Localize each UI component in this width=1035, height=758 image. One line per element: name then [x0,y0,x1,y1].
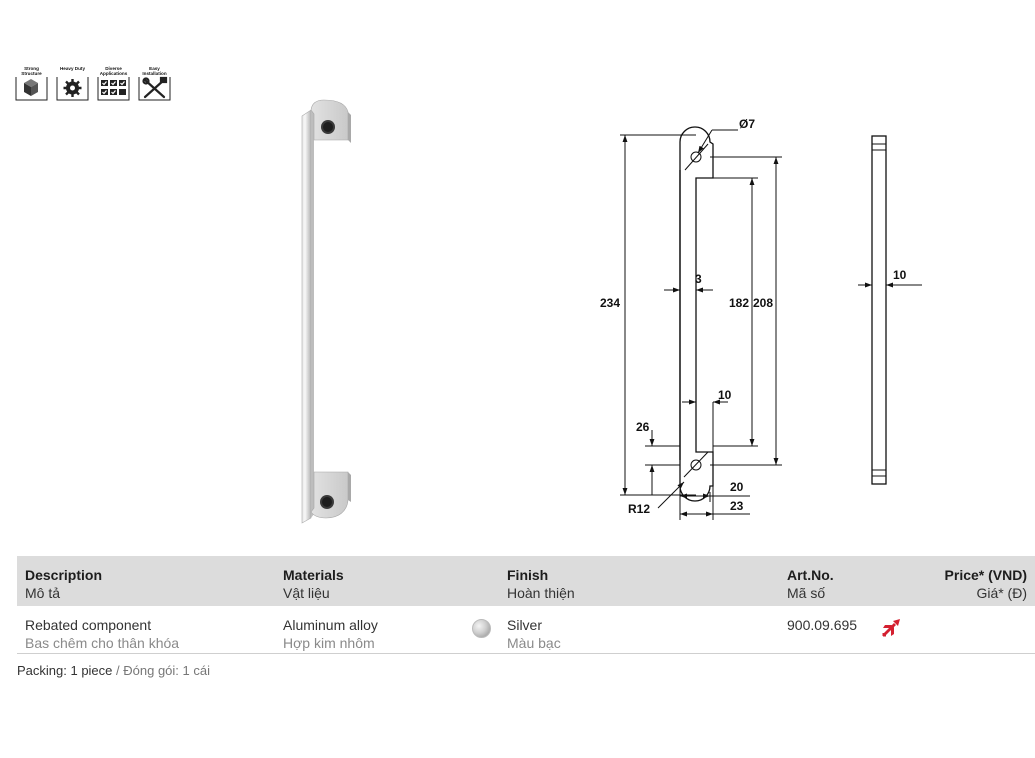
product-photo [301,99,351,524]
packing-vi: Đóng gói: 1 cái [123,663,210,678]
packing-separator: / [112,663,124,678]
dim-tab-total-width: 23 [730,499,744,513]
header-en: Finish [507,567,549,583]
dim-tab-height: 26 [636,420,650,434]
diverse-applications-badge: Diverse Applications [97,66,130,101]
easy-installation-badge: Easy Installation [138,66,171,101]
cube-icon [24,79,38,96]
dim-side-thickness: 10 [893,268,907,282]
badge-label: Strong Structure [21,66,42,76]
feature-badges: Strong Structure Heavy Duty [15,66,171,101]
dim-radius: R12 [628,502,650,516]
cell-vi: Bas chêm cho thân khóa [25,635,180,651]
header-vi: Mã số [787,585,826,601]
header-vi: Vật liệu [283,585,330,601]
finish-swatch [472,619,491,638]
row-finish: Silver Màu bạc [507,616,561,652]
row-materials: Aluminum alloy Hợp kim nhôm [283,616,378,652]
dim-inner-length: 182 [729,296,749,310]
checklist-icon [101,80,126,95]
dim-hole-spacing: 208 [753,296,773,310]
technical-drawing: Ø7 234 182 208 3 10 10 26 R12 20 23 [600,117,922,520]
header-en: Art.No. [787,567,834,583]
header-en: Price* (VND) [944,567,1027,583]
table-row: Rebated component Bas chêm cho thân khóa… [17,606,1035,654]
gear-icon [63,79,82,97]
header-description: Description Mô tả [25,566,102,602]
strong-structure-badge: Strong Structure [15,66,48,101]
article-number[interactable]: 900.09.695 [787,617,858,633]
packing-en: Packing: 1 piece [17,663,113,678]
header-artno: Art.No. Mã số [787,566,834,602]
cell-en: Rebated component [25,617,152,633]
row-artno[interactable]: 900.09.695 [787,616,857,634]
heavy-duty-badge: Heavy Duty [56,66,89,101]
header-vi: Mô tả [25,585,61,601]
dim-total-length: 234 [600,296,620,310]
packing-info: Packing: 1 piece / Đóng gói: 1 cái [17,663,210,678]
dim-tab-width: 10 [718,388,732,402]
tools-icon [142,76,168,99]
header-en: Materials [283,567,344,583]
badge-label: Heavy Duty [59,66,86,71]
cell-en: Aluminum alloy [283,617,378,633]
dim-thickness: 3 [695,272,702,286]
header-en: Description [25,567,103,583]
dim-body-width: 20 [730,480,744,494]
badge-label: Easy Installation [142,66,167,76]
row-description: Rebated component Bas chêm cho thân khóa [25,616,179,652]
header-materials: Materials Vật liệu [283,566,344,602]
cell-en: Silver [507,617,543,633]
airplane-icon [882,619,900,637]
table-header: Description Mô tả Materials Vật liệu Fin… [17,556,1035,606]
header-finish: Finish Hoàn thiện [507,566,575,602]
badge-label: Diverse Applications [99,66,128,76]
header-vi: Hoàn thiện [507,585,575,601]
cell-vi: Màu bạc [507,635,561,651]
cell-vi: Hợp kim nhôm [283,635,375,651]
product-table: Description Mô tả Materials Vật liệu Fin… [17,556,1035,654]
dim-hole: Ø7 [739,117,755,131]
header-vi: Giá* (Đ) [976,585,1027,601]
header-price: Price* (VND) Giá* (Đ) [945,566,1027,602]
